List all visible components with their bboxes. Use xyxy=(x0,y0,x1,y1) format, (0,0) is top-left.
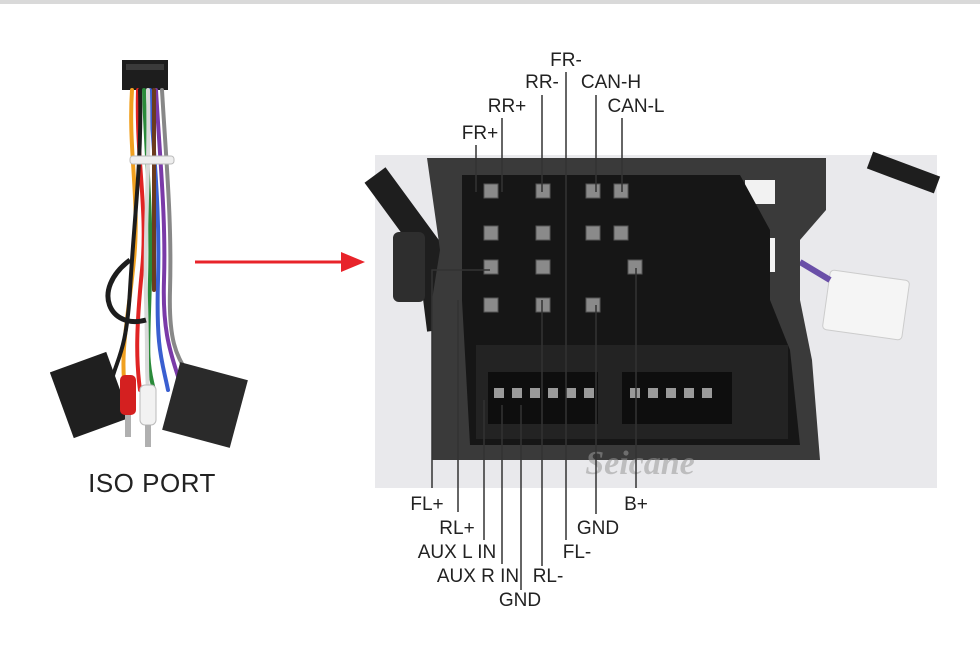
label-rl-plus: RL+ xyxy=(439,518,474,539)
iso-harness-image xyxy=(50,60,248,448)
label-fr-plus: FR+ xyxy=(462,123,498,144)
label-aux-l-in: AUX L IN xyxy=(418,542,497,563)
leader-lines xyxy=(431,72,637,590)
label-fl-plus: FL+ xyxy=(410,494,443,515)
label-aux-r-in: AUX R IN xyxy=(437,566,519,587)
iso-port-caption: ISO PORT xyxy=(88,468,216,498)
watermark-text: Seicane xyxy=(585,445,695,482)
label-rl-minus: RL- xyxy=(533,566,564,587)
label-rr-minus: RR- xyxy=(525,72,559,93)
label-gnd-bottom: GND xyxy=(499,590,541,611)
label-can-h: CAN-H xyxy=(581,72,641,93)
pointer-arrow xyxy=(195,252,365,272)
label-b-plus: B+ xyxy=(624,494,648,515)
label-fl-minus: FL- xyxy=(563,542,592,563)
rca-red-plug xyxy=(120,375,136,415)
label-gnd-right: GND xyxy=(577,518,619,539)
harness-connector-right xyxy=(162,362,248,448)
label-can-l: CAN-L xyxy=(607,96,664,117)
label-fr-minus: FR- xyxy=(550,50,582,71)
top-divider xyxy=(0,0,980,4)
harness-connector-left xyxy=(50,351,131,439)
label-rr-plus: RR+ xyxy=(488,96,527,117)
